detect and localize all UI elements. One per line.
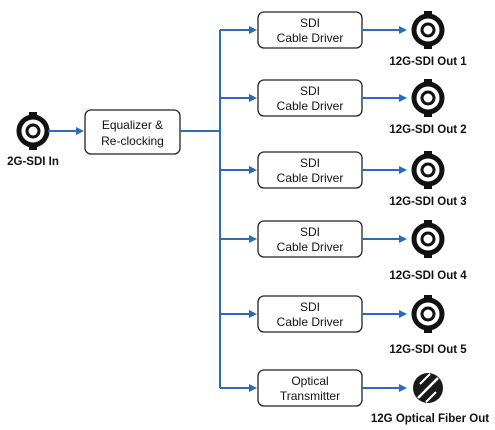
output-row: SDI Cable Driver 12G-SDI Out 5 (220, 295, 467, 356)
output-row: Optical Transmitter 12G Optical Fiber Ou… (220, 369, 489, 425)
input-connector: 2G-SDI In (7, 112, 59, 168)
equalizer-line2: Re-clocking (101, 134, 164, 148)
input-label: 2G-SDI In (7, 156, 59, 168)
driver-line2: Cable Driver (277, 240, 344, 254)
driver-line2: Cable Driver (277, 31, 344, 45)
transmitter-line2: Transmitter (280, 389, 340, 403)
bnc-connector-icon (411, 151, 445, 189)
fiber-connector-icon (413, 373, 443, 403)
driver-line1: SDI (300, 300, 320, 314)
output-label: 12G-SDI Out 1 (389, 56, 467, 68)
driver-line2: Cable Driver (277, 171, 344, 185)
output-label: 12G-SDI Out 4 (389, 270, 467, 282)
output-row: SDI Cable Driver 12G-SDI Out 4 (220, 220, 467, 282)
output-row: SDI Cable Driver 12G-SDI Out 1 (220, 11, 467, 68)
bnc-connector-icon (16, 112, 50, 150)
bnc-connector-icon (411, 220, 445, 258)
bnc-connector-icon (411, 295, 445, 333)
driver-line1: SDI (300, 16, 320, 30)
output-label: 12G Optical Fiber Out (371, 413, 489, 425)
driver-line2: Cable Driver (277, 315, 344, 329)
driver-line1: SDI (300, 84, 320, 98)
output-label: 12G-SDI Out 5 (389, 344, 467, 356)
output-row: SDI Cable Driver 12G-SDI Out 3 (220, 151, 467, 208)
driver-line2: Cable Driver (277, 99, 344, 113)
output-label: 12G-SDI Out 3 (389, 196, 466, 208)
driver-line1: SDI (300, 156, 320, 170)
output-label: 12G-SDI Out 2 (389, 124, 466, 136)
equalizer-box: Equalizer & Re-clocking (84, 109, 181, 155)
transmitter-line1: Optical (291, 374, 328, 388)
bnc-connector-icon (411, 79, 445, 117)
driver-line1: SDI (300, 225, 320, 239)
equalizer-line1: Equalizer & (102, 118, 163, 132)
bnc-connector-icon (411, 11, 445, 49)
output-row: SDI Cable Driver 12G-SDI Out 2 (220, 79, 467, 136)
